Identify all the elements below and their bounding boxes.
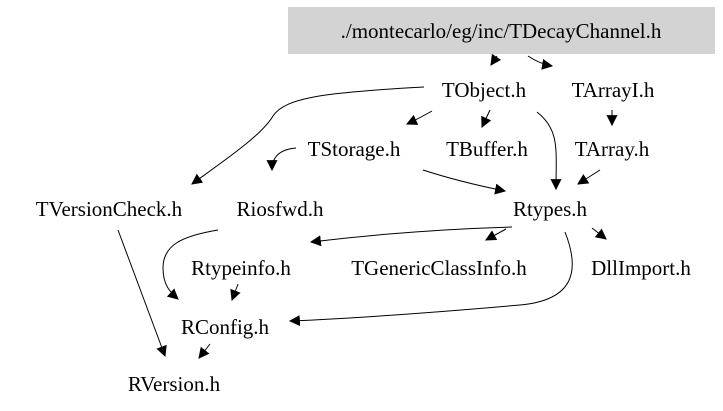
edge-tstorage-riosfwd — [266, 147, 297, 172]
root-node-background — [288, 7, 715, 54]
node-tobject[interactable]: TObject.h — [442, 78, 527, 102]
edge-tversioncheck-rversion — [117, 229, 167, 358]
root-node-label: ./montecarlo/eg/inc/TDecayChannel.h — [341, 19, 662, 43]
root-node[interactable]: ./montecarlo/eg/inc/TDecayChannel.h — [288, 7, 715, 54]
node-rtypes[interactable]: Rtypes.h — [513, 197, 588, 221]
node-layer: TObject.h TArrayI.h TStorage.h TBuffer.h… — [36, 78, 692, 396]
edge-tobject-tstorage — [406, 110, 433, 125]
node-riosfwd[interactable]: Riosfwd.h — [237, 197, 324, 221]
node-tgenericclassinfo[interactable]: TGenericClassInfo.h — [351, 256, 527, 280]
edge-rtypes-rconfig — [288, 231, 573, 327]
edge-rtypeinfo-rconfig — [230, 283, 241, 302]
edge-tstorage-rtypes — [422, 169, 507, 195]
node-dllimport[interactable]: DllImport.h — [591, 256, 691, 280]
node-tversioncheck[interactable]: TVersionCheck.h — [36, 197, 183, 221]
edge-tobject-rtypes — [536, 111, 562, 191]
edge-rtypes-rtypeinfo — [309, 226, 513, 247]
edge-root-tobject — [490, 53, 502, 66]
node-tarrayi[interactable]: TArrayI.h — [572, 78, 655, 102]
edge-layer — [117, 53, 618, 359]
edge-rtypes-dllimport — [591, 227, 607, 240]
edge-tobject-tversioncheck — [191, 86, 425, 185]
node-tbuffer[interactable]: TBuffer.h — [446, 137, 528, 161]
node-rtypeinfo[interactable]: Rtypeinfo.h — [191, 256, 291, 280]
node-tstorage[interactable]: TStorage.h — [308, 137, 401, 161]
node-tarray[interactable]: TArray.h — [575, 137, 650, 161]
node-rconfig[interactable]: RConfig.h — [181, 315, 270, 339]
edge-root-tarrayi — [527, 55, 554, 70]
edge-tarray-rtypes — [577, 169, 601, 185]
edge-rconfig-rversion — [198, 343, 211, 359]
node-rversion[interactable]: RVersion.h — [128, 372, 221, 396]
edge-tobject-tbuffer — [481, 109, 492, 128]
edge-rtypes-tgenericclassinfo — [485, 228, 507, 241]
edge-riosfwd-rconfig — [162, 229, 219, 300]
